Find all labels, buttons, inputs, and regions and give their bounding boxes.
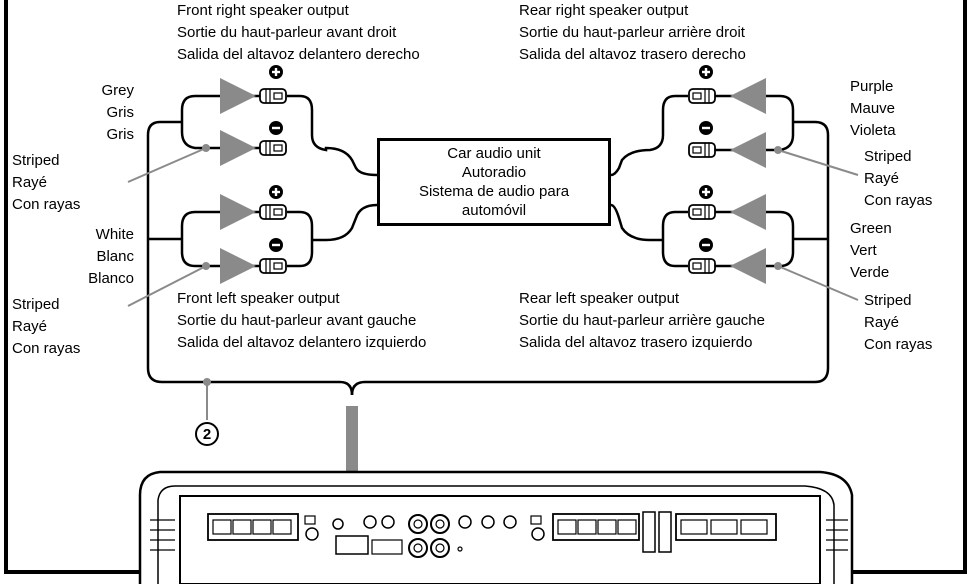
- purple-en: Purple: [850, 78, 894, 95]
- front-right-es: Salida del altavoz delantero derecho: [177, 46, 420, 63]
- rear-right-fr: Sortie du haut-parleur arrière droit: [519, 24, 745, 41]
- striped-es: Con rayas: [12, 340, 81, 357]
- striped-label-rear-right: Striped Rayé Con rayas: [864, 146, 932, 212]
- front-right-fr: Sortie du haut-parleur avant droit: [177, 24, 397, 41]
- striped-es: Con rayas: [12, 196, 81, 213]
- arrows-right: [730, 78, 766, 284]
- rear-left-fr: Sortie du haut-parleur arrière gauche: [519, 312, 765, 329]
- arrows-left: [220, 78, 256, 284]
- front-right-output-label: Front right speaker output Sortie du hau…: [177, 0, 420, 66]
- green-wire-label: Green Vert Verde: [850, 218, 892, 284]
- grey-fr: Gris: [106, 104, 135, 121]
- connector-front-left-minus: [259, 258, 287, 274]
- front-right-en: Front right speaker output: [177, 2, 349, 19]
- striped-fr: Rayé: [864, 170, 900, 187]
- left-wiring: [146, 94, 378, 396]
- rear-left-es: Salida del altavoz trasero izquierdo: [519, 334, 753, 351]
- unit-label-4: automóvil: [461, 202, 527, 219]
- striped-fr: Rayé: [12, 318, 48, 335]
- unit-label-1: Car audio unit: [447, 145, 541, 162]
- front-left-output-label: Front left speaker output Sortie du haut…: [177, 288, 426, 354]
- white-fr: Blanc: [96, 248, 134, 265]
- polarity-symbols: [269, 65, 713, 252]
- striped-en: Striped: [864, 148, 912, 165]
- green-fr: Vert: [850, 242, 877, 259]
- car-audio-unit: Car audio unit Autoradio Sistema de audi…: [377, 138, 611, 226]
- striped-label-rear-left: Striped Rayé Con rayas: [864, 290, 932, 356]
- rear-right-output-label: Rear right speaker output Sortie du haut…: [519, 0, 746, 66]
- amplifier: [138, 470, 854, 584]
- striped-en: Striped: [12, 296, 60, 313]
- connector-rear-left-minus: [688, 258, 716, 274]
- striped-en: Striped: [864, 292, 912, 309]
- leader-lines: [127, 144, 859, 420]
- unit-label-3: Sistema de audio para: [418, 183, 570, 200]
- rear-left-en: Rear left speaker output: [519, 290, 680, 307]
- striped-es: Con rayas: [864, 336, 933, 353]
- white-en: White: [95, 226, 134, 243]
- connector-front-right-plus: [259, 88, 287, 104]
- front-left-es: Salida del altavoz delantero izquierdo: [177, 334, 427, 351]
- striped-fr: Rayé: [864, 314, 900, 331]
- purple-wire-label: Purple Mauve Violeta: [850, 76, 896, 142]
- rear-left-output-label: Rear left speaker output Sortie du haut-…: [519, 288, 765, 354]
- striped-fr: Rayé: [12, 174, 48, 191]
- rear-right-en: Rear right speaker output: [519, 2, 689, 19]
- white-es: Blanco: [88, 270, 134, 287]
- front-left-en: Front left speaker output: [177, 290, 340, 307]
- white-wire-label: White Blanc Blanco: [60, 224, 134, 290]
- green-en: Green: [850, 220, 892, 237]
- connector-front-right-minus: [259, 140, 287, 156]
- grey-wire-label: Grey Gris Gris: [60, 80, 134, 146]
- connector-rear-right-minus: [688, 142, 716, 158]
- connector-rear-left-plus: [688, 204, 716, 220]
- striped-es: Con rayas: [864, 192, 933, 209]
- striped-en: Striped: [12, 152, 60, 169]
- green-es: Verde: [850, 264, 890, 281]
- rear-right-es: Salida del altavoz trasero derecho: [519, 46, 746, 63]
- purple-es: Violeta: [850, 122, 896, 139]
- striped-label-front-left: Striped Rayé Con rayas: [12, 294, 80, 360]
- connector-front-left-plus: [259, 204, 287, 220]
- grey-es: Gris: [106, 126, 135, 143]
- striped-label-front-right: Striped Rayé Con rayas: [12, 150, 80, 216]
- front-left-fr: Sortie du haut-parleur avant gauche: [177, 312, 417, 329]
- grey-en: Grey: [101, 82, 134, 99]
- purple-fr: Mauve: [850, 100, 896, 117]
- unit-label-2: Autoradio: [461, 164, 527, 181]
- connector-rear-right-plus: [688, 88, 716, 104]
- right-wiring: [350, 94, 830, 396]
- callout-number: 2: [195, 422, 219, 446]
